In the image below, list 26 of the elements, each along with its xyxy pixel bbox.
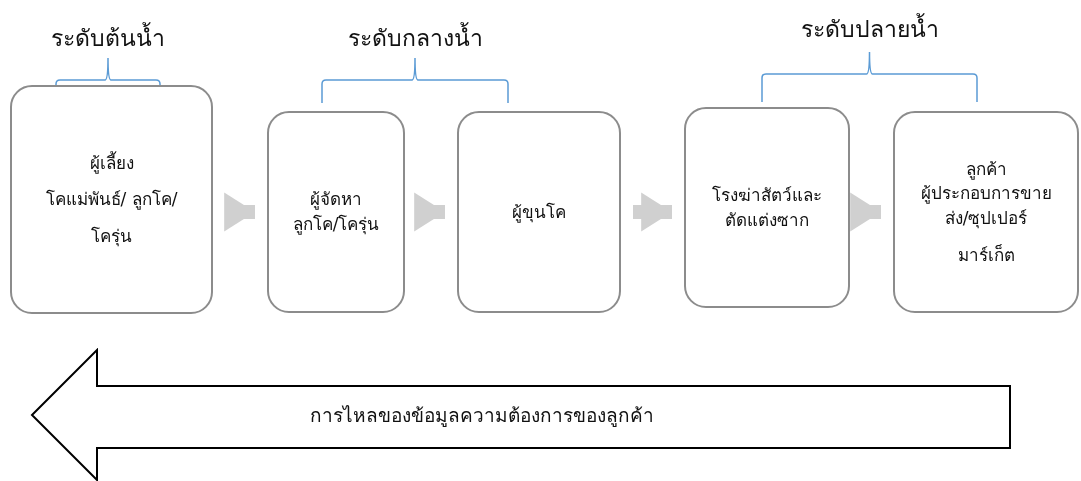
box-text: ส่ง/ซุปเปอร์ [944,207,1028,231]
box-text: ผู้ประกอบการขาย [920,182,1052,206]
box-text: ผู้จัดหา [310,188,362,212]
process-box [893,111,1079,313]
box-text: ลูกโค/โครุ่น [292,213,380,237]
level-heading: ระดับปลายน้ำ [800,11,939,47]
box-text: โคแม่พันธ์/ ลูกโค/ [45,188,178,212]
box-text: โครุ่น [91,224,132,249]
box-text: มาร์เก็ต [957,243,1015,267]
level-heading: ระดับกลางน้ำ [347,20,483,56]
level-heading: ระดับต้นน้ำ [51,20,165,56]
box-text: ลูกค้า [965,157,1007,182]
arrow [224,192,255,232]
arrow [414,192,445,232]
process-box [267,111,405,313]
box-text: ผู้ขุนโค [512,200,566,225]
box-text: โรงฆ่าสัตว์และ [712,183,822,207]
arrow [850,192,881,232]
process-box [684,107,850,308]
arrow [633,192,672,232]
process-box [10,85,213,314]
box-text: ตัดแต่งซาก [725,208,809,232]
block-arrow [30,348,1012,481]
box-text: ผู้เลี้ยง [89,150,134,176]
process-box [457,111,621,313]
flow-label: การไหลของข้อมูลความต้องการของลูกค้า [310,403,654,429]
